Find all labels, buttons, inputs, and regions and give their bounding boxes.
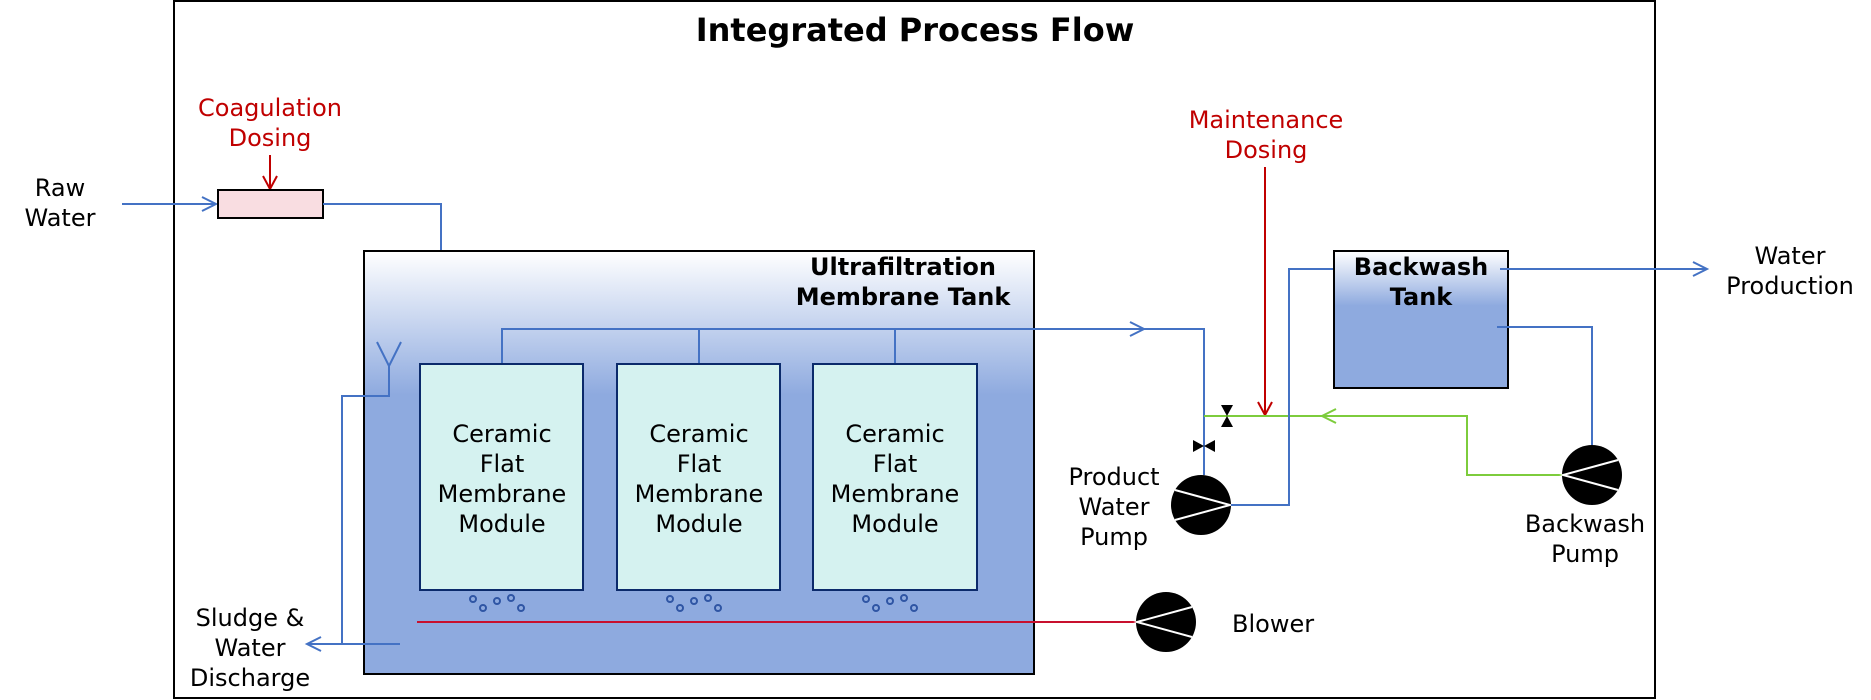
water-production-line [1500, 261, 1710, 277]
product-valve-icon[interactable] [1193, 440, 1215, 452]
bubble [714, 604, 722, 612]
bubble [666, 595, 674, 603]
svg-text:Dosing: Dosing [1225, 136, 1308, 164]
svg-text:Membrane: Membrane [438, 480, 567, 508]
svg-text:Flat: Flat [677, 450, 722, 478]
coagulation-dosing-arrow [262, 155, 278, 192]
bubble [690, 597, 698, 605]
maintenance-dosing-label: Maintenance Dosing [1189, 106, 1344, 164]
sludge-discharge-line [304, 341, 402, 652]
svg-text:Ultrafiltration: Ultrafiltration [810, 253, 996, 281]
membrane-module-3: Ceramic Flat Membrane Module [812, 363, 978, 591]
backwash-tank-label: Backwash Tank [1354, 253, 1488, 311]
bubble [704, 594, 712, 602]
diagram-title: Integrated Process Flow [696, 11, 1135, 49]
svg-text:Membrane Tank: Membrane Tank [796, 283, 1012, 311]
bubble [469, 595, 477, 603]
raw-water-inlet-line [122, 196, 219, 212]
coagulation-dosing-label: Coagulation Dosing [198, 94, 342, 152]
bubble [872, 604, 880, 612]
backwash-suction-line [1497, 326, 1593, 445]
product-water-pump-label: Product Water Pump [1068, 463, 1159, 551]
svg-text:Module: Module [851, 510, 938, 538]
backwash-line [1204, 408, 1562, 476]
svg-text:Module: Module [458, 510, 545, 538]
coagulation-mixer [217, 189, 324, 219]
svg-text:Raw: Raw [35, 174, 85, 202]
bubble [676, 604, 684, 612]
svg-text:Pump: Pump [1551, 540, 1619, 568]
product-to-backwash-tank-line [1231, 268, 1350, 506]
svg-text:Ceramic: Ceramic [452, 420, 551, 448]
svg-text:Pump: Pump [1080, 523, 1148, 551]
svg-text:Water: Water [25, 204, 96, 232]
svg-text:Dosing: Dosing [229, 124, 312, 152]
bubble [910, 604, 918, 612]
bubble [900, 594, 908, 602]
svg-text:Discharge: Discharge [190, 664, 310, 692]
svg-text:Water: Water [1755, 242, 1826, 270]
svg-text:Membrane: Membrane [831, 480, 960, 508]
membrane-module-2: Ceramic Flat Membrane Module [616, 363, 781, 591]
bubble [479, 604, 487, 612]
svg-text:Product: Product [1068, 463, 1159, 491]
sludge-discharge-label: Sludge & Water Discharge [190, 604, 310, 692]
membrane-module-1: Ceramic Flat Membrane Module [419, 363, 584, 591]
permeate-header-line [501, 321, 1205, 475]
svg-text:Ceramic: Ceramic [649, 420, 748, 448]
system-boundary [173, 0, 1656, 699]
bubble [507, 594, 515, 602]
svg-text:Production: Production [1726, 272, 1854, 300]
backwash-valve-icon[interactable] [1221, 405, 1233, 427]
aeration-bubbles [469, 594, 918, 612]
svg-text:Module: Module [655, 510, 742, 538]
maintenance-dosing-arrow [1257, 167, 1273, 418]
svg-text:Water: Water [1079, 493, 1150, 521]
product-water-pump-icon [1171, 475, 1234, 535]
svg-text:Sludge &: Sludge & [196, 604, 305, 632]
svg-text:Flat: Flat [873, 450, 918, 478]
svg-text:Backwash: Backwash [1525, 510, 1645, 538]
bubble [886, 597, 894, 605]
bubble [862, 595, 870, 603]
water-production-label: Water Production [1726, 242, 1854, 300]
svg-text:Membrane: Membrane [635, 480, 764, 508]
svg-text:Backwash: Backwash [1354, 253, 1488, 281]
svg-text:Coagulation: Coagulation [198, 94, 342, 122]
bubble [493, 597, 501, 605]
backwash-pump-label: Backwash Pump [1525, 510, 1645, 568]
bubble [517, 604, 525, 612]
raw-water-label: Raw Water [25, 174, 96, 232]
svg-text:Maintenance: Maintenance [1189, 106, 1344, 134]
backwash-pump-icon [1559, 445, 1622, 505]
blower-icon [1133, 592, 1196, 652]
svg-text:Tank: Tank [1390, 283, 1454, 311]
svg-text:Water: Water [215, 634, 286, 662]
backwash-tank [1333, 250, 1509, 389]
svg-text:Flat: Flat [480, 450, 525, 478]
blower-label: Blower [1232, 610, 1314, 638]
uf-tank-label: Ultrafiltration Membrane Tank [796, 253, 1012, 311]
svg-text:Ceramic: Ceramic [845, 420, 944, 448]
